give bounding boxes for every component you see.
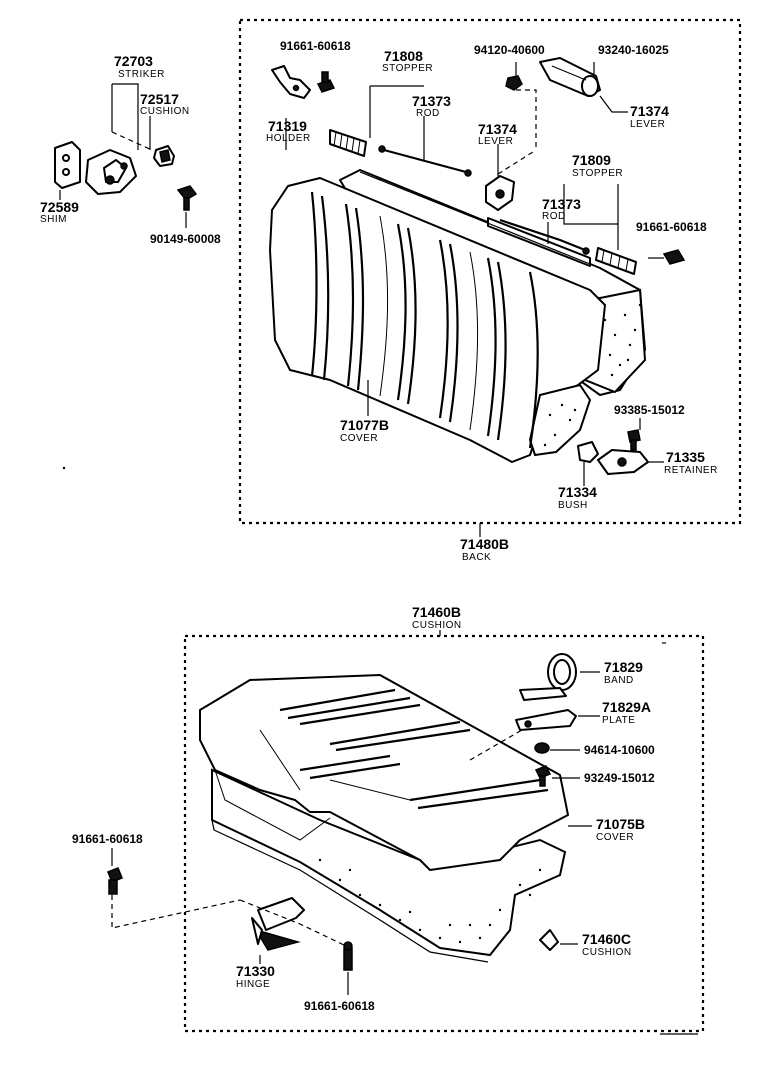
cushion-foam-texture — [318, 858, 542, 944]
label-71460B-number: 71460B — [412, 604, 461, 620]
hinge-part — [251, 897, 305, 951]
label-71075B-number: 71075B — [596, 816, 645, 832]
bush-part — [577, 441, 599, 463]
holder-part — [271, 65, 311, 99]
label-72703-name: STRIKER — [118, 69, 165, 80]
label-93249-number: 93249-15012 — [584, 771, 655, 785]
label-71808-name: STOPPER — [382, 63, 433, 74]
label-71374a-number: 71374 — [478, 121, 517, 137]
seat-cushion — [199, 674, 569, 963]
label-71808-number: 71808 — [384, 48, 423, 64]
label-71460B-name: CUSHION — [412, 620, 462, 631]
label-71374a-name: LEVER — [478, 136, 513, 147]
cushion-assembly-frame — [183, 630, 705, 1033]
label-71330-name: HINGE — [236, 979, 270, 990]
label-71373a-number: 71373 — [412, 93, 451, 109]
label-71809-number: 71809 — [572, 152, 611, 168]
label-72517-name: CUSHION — [140, 106, 190, 117]
label-93240-number: 93240-16025 — [598, 43, 669, 57]
label-91661c-number: 91661-60618 — [72, 832, 143, 846]
holder-bolt-part — [316, 71, 336, 93]
label-71334-name: BUSH — [558, 500, 588, 511]
label-71809-name: STOPPER — [572, 168, 623, 179]
label-71373a-name: ROD — [416, 108, 440, 119]
cushion-nut-part — [534, 742, 550, 754]
shim-part — [54, 141, 81, 189]
cushion-left-bolt-part — [107, 867, 123, 895]
label-94120-number: 94120-40600 — [474, 43, 545, 57]
stopper-upper-part — [329, 129, 367, 157]
label-93385-number: 93385-15012 — [614, 403, 685, 417]
label-71460C-number: 71460C — [582, 931, 631, 947]
label-90149-number: 90149-60008 — [150, 232, 221, 246]
rod-lower-part — [499, 218, 586, 252]
label-72517-number: 72517 — [140, 91, 179, 107]
label-71829A-number: 71829A — [602, 699, 651, 715]
label-72589-name: SHIM — [40, 214, 67, 225]
label-71829-name: BAND — [604, 675, 634, 686]
striker-group — [54, 83, 198, 228]
stopper-bolt-part — [662, 249, 686, 265]
label-71335-number: 71335 — [666, 449, 705, 465]
back-assembly-frame — [238, 18, 742, 537]
cushion-stopper-part — [539, 929, 559, 951]
label-71319-name: HOLDER — [266, 133, 311, 144]
footer-marks — [62, 466, 698, 1035]
back-hardware — [271, 57, 686, 486]
retainer-screw-part — [627, 429, 641, 451]
rod-upper-part — [383, 148, 467, 174]
label-71480B-name: BACK — [462, 552, 491, 563]
label-91661d-number: 91661-60618 — [304, 999, 375, 1013]
label-91661a-number: 91661-60618 — [280, 39, 351, 53]
label-71319-number: 71319 — [268, 118, 307, 134]
label-71330-number: 71330 — [236, 963, 275, 979]
seat-back-cover — [269, 169, 647, 463]
band-part — [519, 653, 577, 701]
label-71334-number: 71334 — [558, 484, 597, 500]
label-71460C-name: CUSHION — [582, 947, 632, 958]
label-71480B-number: 71480B — [460, 536, 509, 552]
striker-screw-part — [176, 185, 198, 211]
label-71335-name: RETAINER — [664, 465, 718, 476]
hinge-bolt-part — [343, 941, 353, 971]
label-71373b-number: 71373 — [542, 196, 581, 212]
label-71075B-name: COVER — [596, 832, 634, 843]
lower-foam-texture — [543, 403, 577, 447]
label-94614-number: 94614-10600 — [584, 743, 655, 757]
label-71373b-name: ROD — [542, 211, 566, 222]
label-71829A-name: PLATE — [602, 715, 635, 726]
label-71374b-name: LEVER — [630, 119, 665, 130]
cushion-screw-part — [534, 765, 552, 787]
label-71829-number: 71829 — [604, 659, 643, 675]
label-72703-number: 72703 — [114, 53, 153, 69]
lever-upper-part — [539, 57, 601, 97]
label-71077B-number: 71077B — [340, 417, 389, 433]
label-72589-number: 72589 — [40, 199, 79, 215]
label-71374b-number: 71374 — [630, 103, 669, 119]
nut-part — [505, 75, 523, 91]
label-71077B-name: COVER — [340, 433, 378, 444]
cushion-hardware — [107, 653, 600, 995]
lever-lower-part — [485, 175, 515, 211]
plate-part — [515, 709, 577, 731]
stopper-lower-part — [595, 247, 637, 275]
label-91661b-number: 91661-60618 — [636, 220, 707, 234]
part-labels: 72703 STRIKER 72517 CUSHION 72589 SHIM 9… — [40, 39, 718, 1013]
